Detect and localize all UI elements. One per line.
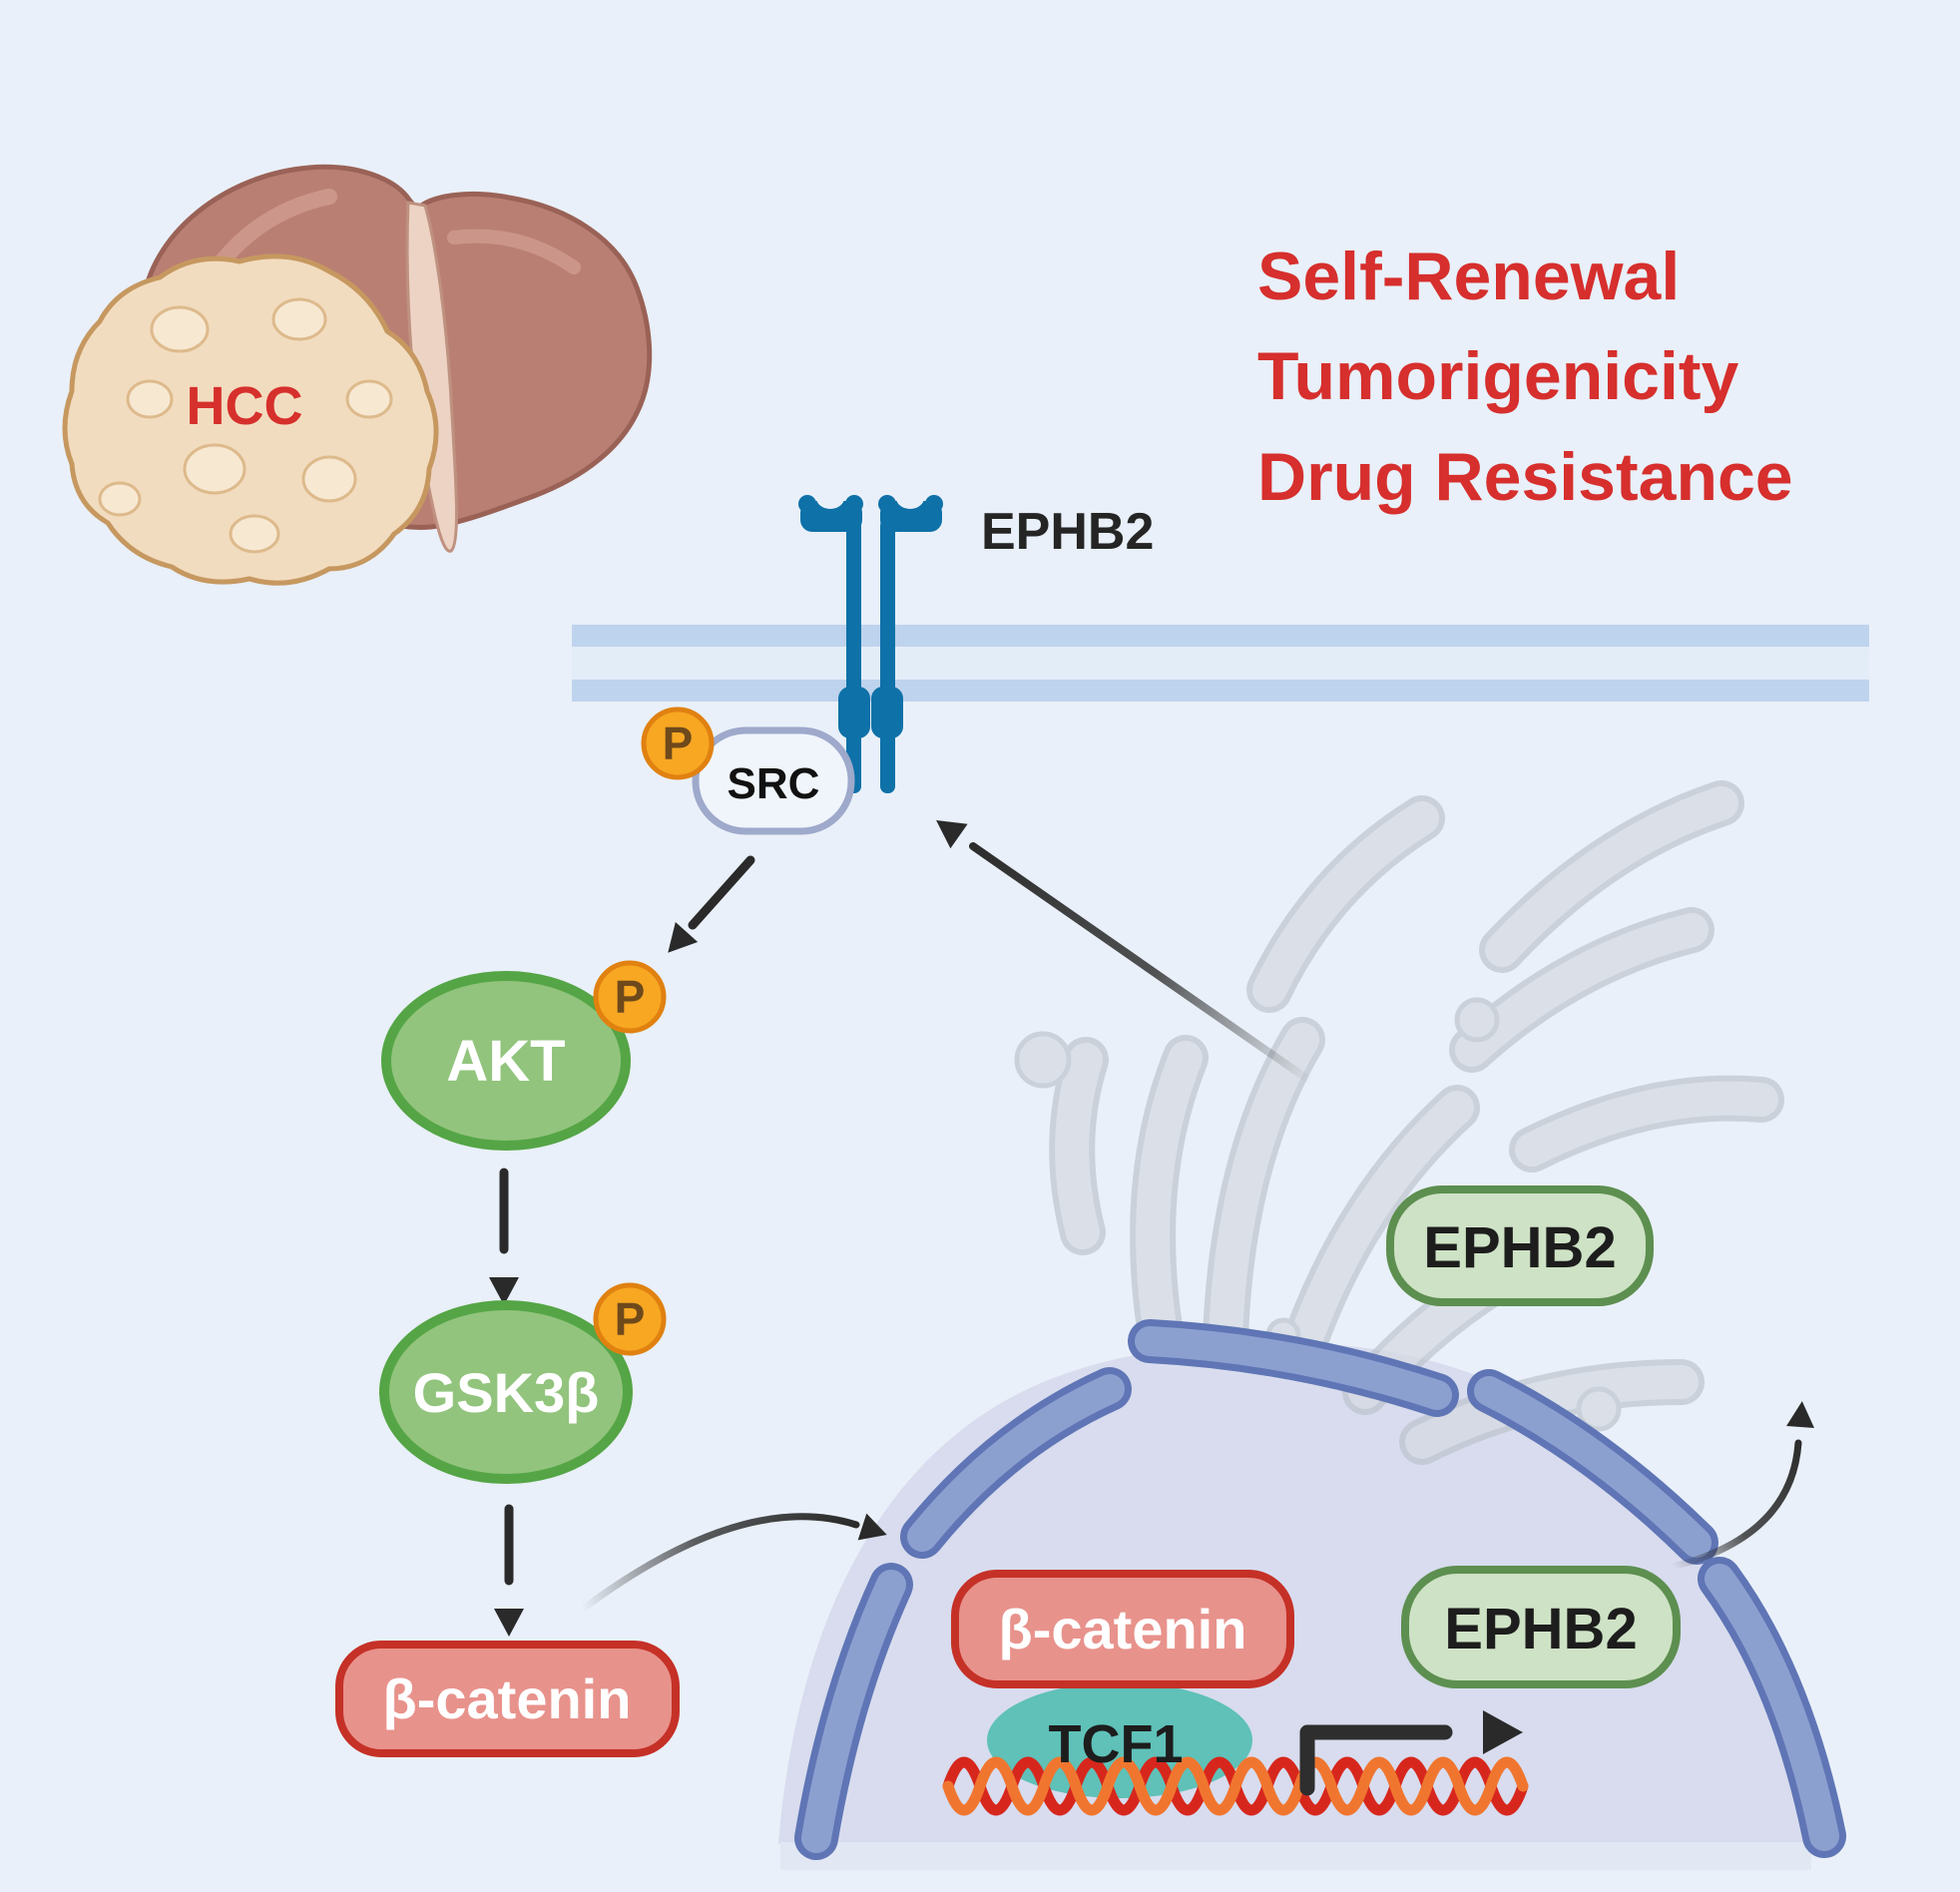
ephb2-receptor-label: EPHB2 <box>981 503 1154 561</box>
tumor-texture <box>98 297 393 554</box>
beta-catenin-cytoplasm: β-catenin <box>335 1641 680 1757</box>
ephb2-gene-product-nucleus: EPHB2 <box>1401 1566 1681 1688</box>
dna-helix <box>942 1756 1529 1816</box>
akt-phospho-badge: P <box>593 960 667 1034</box>
arrow-gsk3b-to-bcatenin <box>494 1504 524 1637</box>
gsk3b-label: GSK3β <box>413 1361 600 1424</box>
ephb2-receptor <box>798 487 943 793</box>
outcome-text: Self-Renewal Tumorigenicity Drug Resista… <box>1257 238 1793 515</box>
arrow-bcatenin-to-nucleus <box>578 1513 887 1614</box>
akt-protein: AKT <box>381 971 631 1151</box>
beta-catenin-nucleus-label: β-catenin <box>999 1598 1247 1660</box>
ephb2-nucleus-label: EPHB2 <box>1444 1597 1637 1661</box>
outcome-line-2: Tumorigenicity <box>1257 338 1739 414</box>
ephb2-golgi-box: EPHB2 <box>1386 1185 1654 1306</box>
transcription-arrow <box>1299 1710 1523 1796</box>
src-label: SRC <box>728 759 820 808</box>
arrow-nucleus-export <box>1669 1401 1814 1571</box>
beta-catenin-cytoplasm-label: β-catenin <box>383 1667 632 1730</box>
dna-strand-orange <box>942 1756 1529 1816</box>
arrow-akt-to-gsk3b <box>489 1168 519 1305</box>
gsk3b-phospho-letter: P <box>615 1293 646 1345</box>
liver-highlight-right <box>447 229 581 274</box>
hcc-label: HCC <box>187 376 303 436</box>
outcome-line-1: Self-Renewal <box>1257 238 1680 314</box>
beta-catenin-nucleus: β-catenin <box>951 1570 1294 1688</box>
src-phospho-letter: P <box>663 717 694 769</box>
ephb2-golgi-label: EPHB2 <box>1423 1215 1616 1280</box>
tcf1-label: TCF1 <box>1049 1714 1184 1774</box>
arrow-src-to-akt <box>668 855 755 953</box>
arrow-golgi-to-membrane <box>936 819 1315 1086</box>
plasma-membrane <box>572 625 1869 702</box>
src-protein: SRC <box>692 726 855 835</box>
outcome-line-3: Drug Resistance <box>1257 439 1793 515</box>
liver-illustration: HCC <box>62 164 653 586</box>
src-phospho-badge: P <box>641 707 715 780</box>
akt-label: AKT <box>446 1029 565 1094</box>
akt-phospho-letter: P <box>615 971 646 1023</box>
gsk3b-phospho-badge: P <box>593 1282 667 1356</box>
nucleus-base-strip <box>780 1842 1811 1870</box>
gsk3b-protein: GSK3β <box>379 1300 633 1484</box>
